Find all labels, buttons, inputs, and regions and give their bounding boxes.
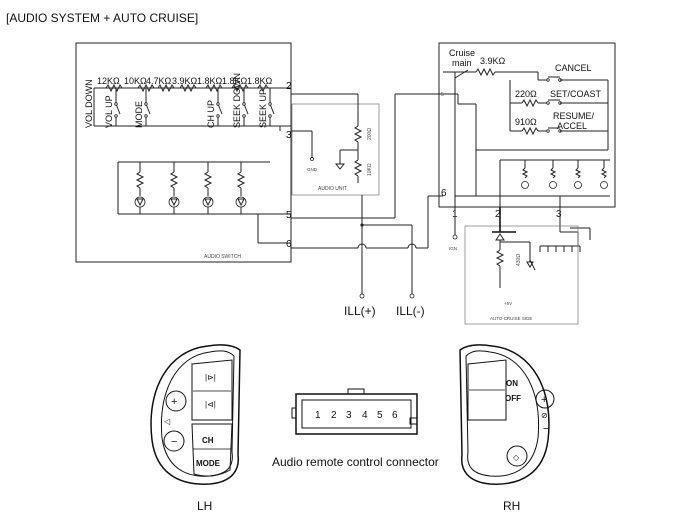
audio-switch-pin-3: 3 [286,130,292,141]
cruise-main-label-2: main [452,58,472,68]
auto-cruise-supply: +5V [504,301,512,306]
cruise-pin-6: 6 [441,188,447,199]
cruise-resume-label-2: ACCEL [557,121,587,131]
cruise-set-coast-label: SET/COAST [550,89,602,99]
ill-plus-label: ILL(+) [344,304,376,318]
audio-switch-box [75,42,292,263]
rh-on-label: ON [506,379,518,388]
audio-unit-res-top: 200Ω [367,128,373,140]
lh-vol-down-icon: − [171,436,177,448]
auto-cruise-side-box [464,207,579,325]
res-1k8c-label: 1.8KΩ [247,76,273,86]
res-4k7-label: 4.7KΩ [146,76,172,86]
diagram-title: [AUDIO SYSTEM + AUTO CRUISE] [6,11,198,25]
connector-pin-5: 5 [377,410,383,421]
cruise-res-set-label: 220Ω [515,89,537,99]
rh-steering-switch[interactable] [459,344,555,485]
switch-seek-up-label: SEEK UP [258,89,268,128]
lh-label: LH [197,499,212,513]
ign-label: IGN [449,246,457,251]
audio-unit-box [291,93,380,196]
cruise-cancel-label: CANCEL [555,63,592,73]
lh-ch-label: CH [202,436,214,445]
rh-resume-icon: ⊘ [541,411,548,420]
cruise-pin-3: 3 [556,209,562,220]
cruise-main-label-1: Cruise [449,48,475,58]
audio-remote-connector [291,388,418,435]
rh-plus-icon: + [541,394,547,406]
res-1k8a-label: 1.8KΩ [197,76,223,86]
cruise-switch-box [438,42,616,208]
cruise-res-resume-label: 910Ω [515,117,537,127]
lh-seek-up-icon: |⊳| [205,373,216,382]
switch-vol-down-label: VOL DOWN [84,79,94,128]
cruise-resume-label-1: RESUME/ [553,111,595,121]
auto-cruise-side-label: AUTO CRUISE SIDE [490,316,532,321]
switch-mode-label: MODE [134,101,144,128]
cruise-pin-2: 2 [495,209,501,220]
ill-minus-label: ILL(-) [396,304,425,318]
lh-steering-switch[interactable] [150,344,241,485]
wiring-interconnects [291,93,591,299]
switch-ch-up-label: CH UP [206,100,216,128]
connector-pin-6: 6 [392,410,398,421]
audio-switch-pin-5: 5 [286,210,292,221]
auto-cruise-res-label: 430Ω [516,254,522,266]
switch-vol-up-label: VOL UP [104,95,114,128]
switch-seek-down-label: SEEK DOWN [232,73,242,128]
res-10k-label: 10KΩ [124,76,147,86]
lh-seek-down-icon: |⊲| [205,400,216,409]
audio-unit-res-bot: 10KΩ [367,163,373,176]
rh-label: RH [503,499,520,513]
lh-mode-label: MODE [196,459,221,468]
connector-pin-3: 3 [346,410,352,421]
res-1k8b-label: 1.8KΩ [222,76,248,86]
audio-switch-pin-2: 2 [286,81,292,92]
lh-speaker-icon: ◁ [164,417,171,426]
lh-vol-up-icon: + [171,396,177,408]
rh-cancel-icon: ◇ [513,453,520,462]
res-12k-label: 12KΩ [97,76,120,86]
connector-pin-4: 4 [362,410,368,421]
cruise-pin-5: 5 [441,92,444,98]
audio-unit-label: AUDIO UNIT [318,186,347,192]
audio-switch-pin-6: 6 [286,239,292,250]
connector-pin-2: 2 [331,410,337,421]
rh-off-label: OFF [505,394,521,403]
cruise-res-main-label: 3.9KΩ [480,56,506,66]
audio-unit-gnd: GND [307,167,318,172]
connector-caption: Audio remote control connector [272,455,439,469]
connector-pin-1: 1 [315,410,321,421]
rh-minus-icon: − [543,423,549,435]
res-3k9-label: 3.9KΩ [172,76,198,86]
audio-switch-label: AUDIO SWITCH [204,254,241,260]
